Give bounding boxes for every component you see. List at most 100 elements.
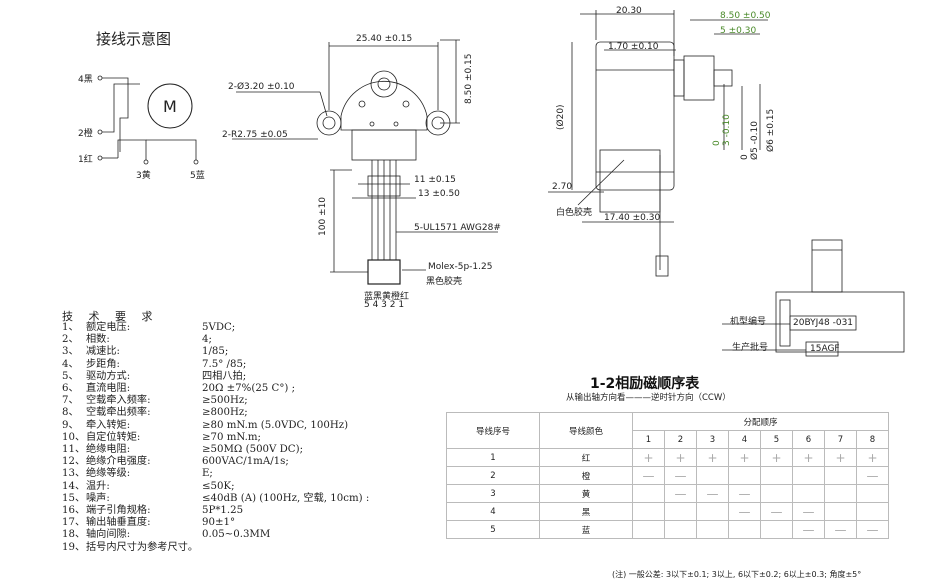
model-label: 机型编号 (730, 317, 767, 327)
step-cell: + (632, 448, 665, 467)
step-cell: — (792, 502, 825, 521)
model-value: 20BYJ48 -031 (793, 318, 854, 328)
step-cell (632, 484, 665, 503)
step-header: 3 (696, 430, 729, 449)
spec-row: 4、步距角:7.5° /85; (62, 358, 247, 370)
step-cell: — (856, 466, 889, 485)
dim-ear-radius: 2-R2.75 ±0.05 (222, 130, 288, 140)
step-cell (632, 520, 665, 539)
step-cell (824, 502, 857, 521)
wire-color-cell: 红 (539, 448, 633, 467)
white-housing-label: 白色胶壳 (556, 208, 593, 218)
wire-label-3: 3黄 (136, 171, 151, 181)
batch-label: 生产批号 (732, 343, 769, 353)
spec-row: 15、噪声:≤40dB (A) (100Hz, 空载, 10cm) : (62, 492, 370, 504)
step-cell: + (696, 448, 729, 467)
dim-height: 8.50 ±0.15 (464, 53, 474, 104)
pin-colors: 蓝黑黄橙红 (364, 292, 410, 302)
spec-row: 13、绝缘等级:E; (62, 468, 213, 480)
step-cell (760, 466, 793, 485)
spec-row: 6、直流电阻:20Ω ±7%(25 C°) ; (62, 383, 296, 395)
connector-color: 黑色胶壳 (426, 277, 463, 287)
step-cell: + (760, 448, 793, 467)
step-header: 4 (728, 430, 761, 449)
step-cell (664, 520, 697, 539)
step-cell: — (664, 484, 697, 503)
dim-dia20: (Ø20) (556, 104, 566, 130)
dim-13: 13 ±0.50 (418, 189, 460, 199)
dim-1-70: 1.70 ±0.10 (608, 42, 659, 52)
label-view (722, 239, 905, 357)
step-cell (696, 502, 729, 521)
spec-row: 7、空载牵入频率:≥500Hz; (62, 395, 248, 407)
pin-numbers: 5 4 3 2 1 (364, 300, 405, 310)
connector-spec: Molex-5p-1.25 (428, 262, 493, 272)
wire-no-cell: 3 (446, 484, 540, 503)
spec-row: 17、输出轴垂直度:90±1° (62, 517, 236, 529)
wire-no-cell: 4 (446, 502, 540, 521)
sequence-title: 1-2相励磁顺序表 (590, 376, 700, 392)
step-cell (792, 466, 825, 485)
spec-row: 12、绝缘介电强度:600VAC/1mA/1s; (62, 456, 289, 468)
dim-dia6: Ø6 ±0.15 (766, 108, 776, 152)
spec-row: 19、括号内尺寸为参考尺寸。 (62, 541, 199, 553)
cable-spec: 5-UL1571 AWG28# (414, 223, 501, 233)
dim-shaft-a: 0 3 -0.10 (712, 114, 732, 146)
step-header: 6 (792, 430, 825, 449)
batch-value: 15AGF (810, 344, 840, 354)
step-cell (760, 520, 793, 539)
step-cell (856, 502, 889, 521)
step-cell: + (824, 448, 857, 467)
spec-row: 18、轴向间隙:0.05~0.3MM (62, 529, 271, 541)
step-cell (696, 466, 729, 485)
step-cell (632, 502, 665, 521)
wire-color-cell: 橙 (539, 466, 633, 485)
step-cell: — (632, 466, 665, 485)
step-header: 7 (824, 430, 857, 449)
wire-label-1: 1红 (78, 155, 93, 165)
spec-row: 9、牵入转矩:≥80 mN.m (5.0VDC, 100Hz) (62, 419, 349, 431)
header-order: 分配顺序 (632, 412, 889, 431)
step-header: 2 (664, 430, 697, 449)
spec-row: 16、端子引角规格:5P*1.25 (62, 505, 244, 517)
wire-no-cell: 2 (446, 466, 540, 485)
spec-row: 1、额定电压:5VDC; (62, 322, 236, 333)
step-header: 1 (632, 430, 665, 449)
front-view (232, 39, 498, 285)
step-cell: — (696, 484, 729, 503)
step-cell (664, 502, 697, 521)
dim-17-40: 17.40 ±0.30 (604, 213, 661, 223)
dim-width: 25.40 ±0.15 (356, 34, 413, 44)
step-cell: — (824, 520, 857, 539)
step-cell: — (664, 466, 697, 485)
dim-5: 5 ±0.30 (720, 26, 757, 36)
spec-row: 10、自定位转矩:≥70 mN.m; (62, 431, 261, 443)
dim-100: 100 ±10 (318, 196, 328, 236)
header-wire-color: 导线颜色 (539, 412, 633, 449)
wire-label-4: 4黑 (78, 75, 93, 85)
step-cell (824, 466, 857, 485)
wire-color-cell: 蓝 (539, 520, 633, 539)
step-cell: — (792, 520, 825, 539)
specs-list: 1、额定电压:5VDC; 2、相数:4; 3、减速比:1/85; 4、步距角:7… (62, 322, 369, 554)
wire-no-cell: 5 (446, 520, 540, 539)
wiring-title: 接线示意图 (96, 30, 172, 48)
dim-8-50: 8.50 ±0.50 (720, 11, 771, 21)
dim-20-30: 20.30 (616, 6, 642, 16)
step-cell (760, 484, 793, 503)
motor-symbol: M (163, 97, 177, 116)
wire-label-5: 5蓝 (190, 171, 205, 181)
step-cell: — (856, 520, 889, 539)
spec-row: 3、减速比:1/85; (62, 346, 229, 358)
wire-color-cell: 黑 (539, 502, 633, 521)
step-header: 8 (856, 430, 889, 449)
dim-11: 11 ±0.15 (414, 175, 456, 185)
wiring-diagram: M (97, 75, 199, 165)
